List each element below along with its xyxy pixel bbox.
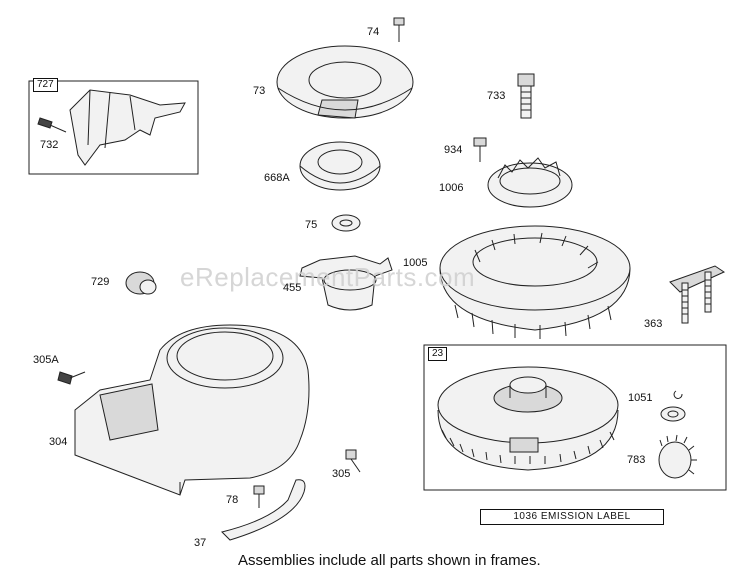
bracket-363-drawing <box>670 266 724 323</box>
frame-23-border <box>424 345 726 490</box>
part-label-1006[interactable]: 1006 <box>439 182 464 194</box>
part-label-37[interactable]: 37 <box>194 537 207 549</box>
screw-305A-drawing <box>58 372 85 384</box>
cup-455-drawing <box>300 256 392 310</box>
part-label-729[interactable]: 729 <box>91 276 110 288</box>
screw-305-drawing <box>346 450 360 472</box>
flywheel-1005-drawing <box>440 226 630 339</box>
bushing-729-drawing <box>126 272 156 294</box>
part-label-75[interactable]: 75 <box>305 219 318 231</box>
screw-78-drawing <box>254 486 264 508</box>
part-label-78[interactable]: 78 <box>226 494 239 506</box>
part-label-1005[interactable]: 1005 <box>403 257 428 269</box>
housing-304-drawing <box>75 325 309 495</box>
diagram-caption: Assemblies include all parts shown in fr… <box>238 552 541 569</box>
gear-783-drawing <box>659 435 697 478</box>
frame-23-label: 23 <box>428 347 448 361</box>
part-label-304[interactable]: 304 <box>49 436 68 448</box>
baffle-727-drawing <box>70 90 185 165</box>
ratchet-1006-drawing <box>488 158 572 207</box>
part-label-74[interactable]: 74 <box>367 26 380 38</box>
frame-727-border <box>29 81 198 174</box>
part-label-363[interactable]: 363 <box>644 318 663 330</box>
watermark-text: eReplacementParts.com <box>180 262 476 292</box>
part-label-733[interactable]: 733 <box>487 90 506 102</box>
emission-label-box[interactable]: 1036 EMISSION LABEL <box>480 509 664 525</box>
part-label-305A[interactable]: 305A <box>33 354 59 366</box>
part-label-783[interactable]: 783 <box>627 454 646 466</box>
frame-727-label: 727 <box>33 78 58 92</box>
part-label-1051[interactable]: 1051 <box>628 392 653 404</box>
screw-732-drawing <box>38 118 66 132</box>
part-label-455[interactable]: 455 <box>283 282 302 294</box>
screw-934-drawing <box>474 138 486 162</box>
air-vane-37-drawing <box>222 480 305 540</box>
part-label-732[interactable]: 732 <box>40 139 59 151</box>
part-label-934[interactable]: 934 <box>444 144 463 156</box>
bolt-733-drawing <box>518 74 534 118</box>
washer-75-drawing <box>332 215 360 231</box>
screw-74-drawing <box>394 18 404 42</box>
part-label-73[interactable]: 73 <box>253 85 266 97</box>
screen-73-drawing <box>277 46 413 118</box>
clip-1051-drawing <box>661 391 685 421</box>
flywheel-23-drawing <box>438 367 618 470</box>
part-label-668A[interactable]: 668A <box>264 172 290 184</box>
part-label-305[interactable]: 305 <box>332 468 351 480</box>
screen-668A-drawing <box>300 142 380 190</box>
